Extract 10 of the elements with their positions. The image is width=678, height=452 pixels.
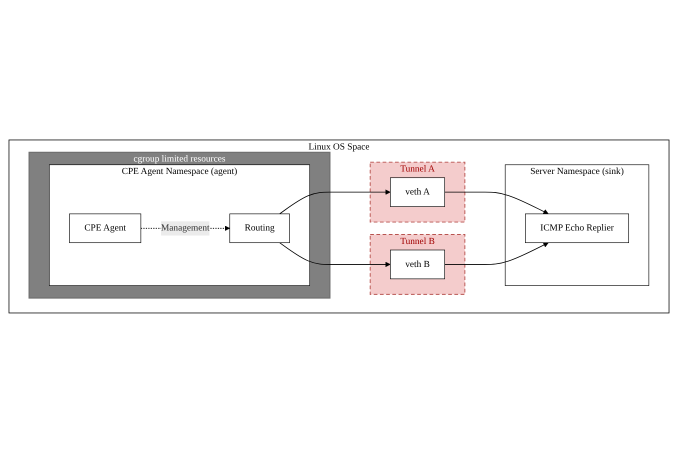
- node-box: CPE Agent: [69, 213, 142, 243]
- arrow: [279, 188, 391, 214]
- node-box: veth A: [390, 176, 445, 206]
- arrow: [444, 242, 549, 264]
- node-box: veth B: [390, 249, 445, 279]
- edge-label: Management: [161, 222, 210, 233]
- arrow: [279, 242, 391, 267]
- node-box: Routing: [229, 213, 290, 243]
- arrow: [444, 191, 549, 214]
- node-box: ICMP Echo Replier: [525, 213, 630, 243]
